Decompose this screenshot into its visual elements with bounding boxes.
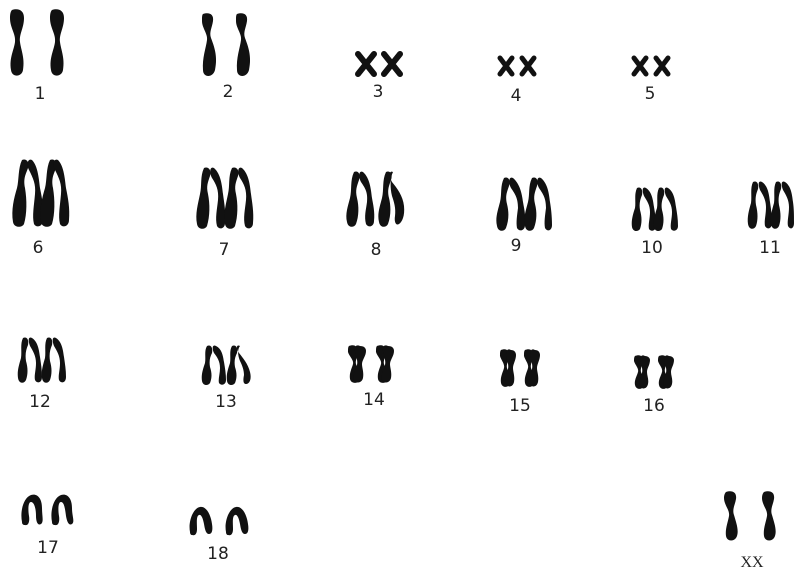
chromosome-pair-16-icon [632, 354, 676, 390]
chromosome-pair-xx [722, 490, 782, 542]
chromosome-pair-5 [630, 54, 674, 78]
chromosome-pair-4 [496, 54, 540, 78]
chromosome-pair-17 [20, 492, 80, 526]
chromosome-pair-10 [630, 186, 678, 232]
chromosome-pair-15-icon [498, 348, 542, 388]
chromosome-pair-3 [354, 50, 406, 78]
chromosome-label: 14 [363, 390, 385, 410]
chromosome-pair-9 [494, 176, 552, 232]
chromosome-pair-14 [346, 344, 396, 384]
chromosome-label: 8 [371, 240, 382, 260]
chromosome-label: 17 [37, 538, 59, 558]
chromosome-pair-6-icon [10, 158, 70, 228]
chromosome-label: 9 [511, 236, 522, 256]
chromosome-pair-1-icon [8, 8, 72, 78]
chromosome-pair-11 [746, 180, 794, 230]
chromosome-pair-9-icon [494, 176, 552, 232]
chromosome-pair-4-icon [496, 54, 540, 78]
chromosome-label: 7 [219, 240, 230, 260]
chromosome-pair-6 [10, 158, 70, 228]
chromosome-label: 1 [35, 84, 46, 104]
chromosome-label: 2 [223, 82, 234, 102]
chromosome-label: XX [740, 554, 763, 572]
chromosome-pair-18 [188, 504, 254, 536]
chromosome-pair-2 [200, 12, 258, 78]
chromosome-pair-13-icon [200, 344, 252, 386]
chromosome-label: 13 [215, 392, 237, 412]
chromosome-label: 6 [33, 238, 44, 258]
chromosome-label: 3 [373, 82, 384, 102]
chromosome-pair-7-icon [194, 166, 254, 230]
chromosome-label: 4 [511, 86, 522, 106]
chromosome-pair-16 [632, 354, 676, 390]
chromosome-label: 16 [643, 396, 665, 416]
chromosome-pair-xx-icon [722, 490, 782, 542]
chromosome-label: 11 [759, 238, 781, 258]
chromosome-pair-15 [498, 348, 542, 388]
chromosome-pair-13 [200, 344, 252, 386]
chromosome-pair-10-icon [630, 186, 678, 232]
chromosome-pair-1 [8, 8, 72, 78]
chromosome-label: 5 [645, 84, 656, 104]
chromosome-pair-18-icon [188, 504, 254, 536]
chromosome-pair-12 [16, 336, 66, 384]
chromosome-label: 12 [29, 392, 51, 412]
chromosome-pair-8-icon [344, 170, 406, 228]
chromosome-pair-7 [194, 166, 254, 230]
chromosome-pair-14-icon [346, 344, 396, 384]
chromosome-pair-5-icon [630, 54, 674, 78]
chromosome-pair-8 [344, 170, 406, 228]
chromosome-pair-3-icon [354, 50, 406, 78]
chromosome-label: 10 [641, 238, 663, 258]
chromosome-pair-17-icon [20, 492, 80, 526]
chromosome-label: 18 [207, 544, 229, 564]
chromosome-label: 15 [509, 396, 531, 416]
chromosome-pair-12-icon [16, 336, 66, 384]
chromosome-pair-2-icon [200, 12, 258, 78]
chromosome-pair-11-icon [746, 180, 794, 230]
